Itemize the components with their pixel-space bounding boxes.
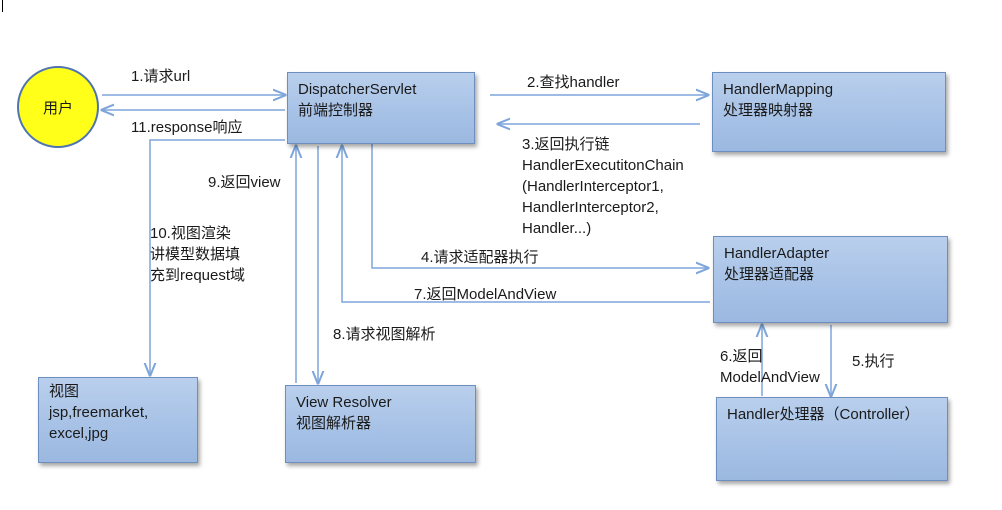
user-node: 用户: [17, 66, 99, 148]
arrow-10-render-view: [150, 139, 285, 375]
label-step1: 1.请求url: [131, 68, 191, 85]
label-step3-line5: Handler...): [522, 220, 592, 237]
view-title: 视图: [49, 383, 80, 400]
label-step10-line1: 10.视图渲染: [150, 225, 231, 242]
arrow-4-request-adapter: [371, 143, 708, 268]
mapping-title: HandlerMapping: [723, 81, 834, 98]
label-step10-line3: 充到request域: [150, 267, 246, 284]
handler-mapping-box: HandlerMapping 处理器映射器: [712, 72, 946, 152]
user-label: 用户: [42, 99, 73, 117]
handler-adapter-box: HandlerAdapter 处理器适配器: [713, 236, 948, 323]
handler-title: Handler处理器（Controller）: [727, 406, 920, 423]
dispatcher-subtitle: 前端控制器: [298, 102, 374, 119]
label-step5: 5.执行: [852, 353, 895, 370]
label-step2: 2.查找handler: [527, 74, 620, 91]
label-step6-line1: 6.返回: [720, 348, 763, 365]
label-step10: 10.视图渲染 讲模型数据填 充到request域: [150, 223, 245, 286]
view-resolver-box: View Resolver 视图解析器: [285, 385, 476, 463]
text-cursor: [2, 0, 3, 12]
mapping-subtitle: 处理器映射器: [723, 102, 814, 119]
label-step7: 7.返回ModelAndView: [414, 286, 557, 303]
label-step10-line2: 讲模型数据填: [150, 246, 241, 263]
adapter-subtitle: 处理器适配器: [724, 266, 815, 283]
dispatcher-servlet-box: DispatcherServlet 前端控制器: [287, 72, 475, 144]
resolver-title: View Resolver: [296, 394, 392, 411]
view-line-3: excel,jpg: [49, 425, 109, 442]
dispatcher-title: DispatcherServlet: [298, 81, 417, 98]
label-step3-line3: (HandlerInterceptor1,: [522, 178, 664, 195]
arrow-7-return-modelandview: [342, 146, 710, 303]
label-step3-line4: HandlerInterceptor2,: [522, 199, 659, 216]
label-step8: 8.请求视图解析: [333, 326, 436, 343]
handler-controller-box: Handler处理器（Controller）: [716, 397, 948, 481]
label-step6-line2: ModelAndView: [720, 369, 820, 386]
label-step3: 3.返回执行链 HandlerExecutitonChain (HandlerI…: [522, 134, 684, 239]
label-step3-line1: 3.返回执行链: [522, 136, 610, 153]
label-step11: 11.response响应: [131, 119, 243, 136]
label-step9: 9.返回view: [208, 174, 281, 191]
label-step3-line2: HandlerExecutitonChain: [522, 157, 684, 174]
label-step4: 4.请求适配器执行: [421, 249, 539, 266]
view-line-2: jsp,freemarket,: [49, 404, 149, 421]
label-step6: 6.返回 ModelAndView: [720, 346, 820, 388]
view-box: 视图 jsp,freemarket, excel,jpg: [38, 377, 198, 463]
adapter-title: HandlerAdapter: [724, 245, 830, 262]
resolver-subtitle: 视图解析器: [296, 415, 372, 432]
